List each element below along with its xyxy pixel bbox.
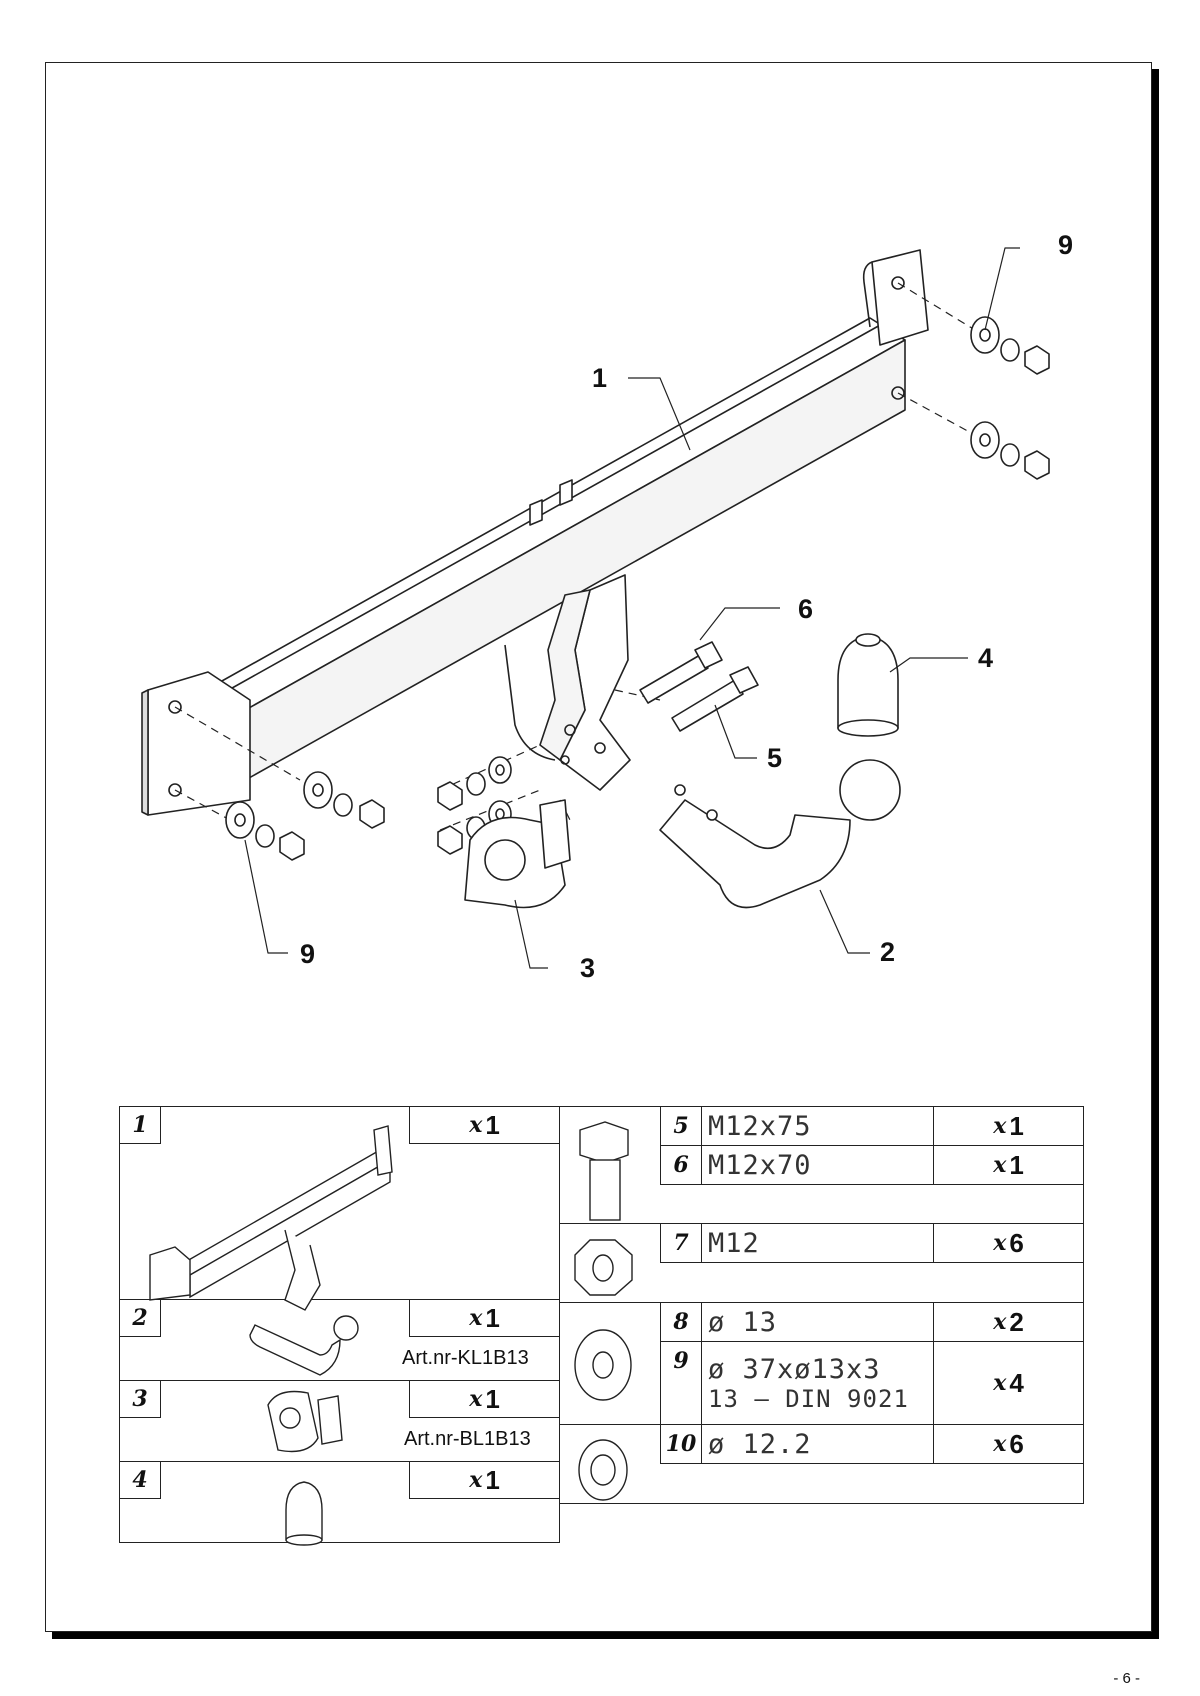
callout-6: 6 xyxy=(798,594,814,624)
callout-9-bottom: 9 xyxy=(300,939,316,969)
left-fasteners xyxy=(225,316,1050,861)
leader-lines xyxy=(244,247,1020,969)
page-number: - 6 - xyxy=(1113,1670,1140,1687)
callout-2: 2 xyxy=(880,937,896,967)
part-number: 2 xyxy=(119,1299,161,1337)
part-number: 6 xyxy=(660,1145,702,1185)
socket-plate-part-3 xyxy=(464,799,571,909)
part-spec: M12x70 xyxy=(701,1145,934,1185)
part-number: 8 xyxy=(660,1302,702,1342)
part-spec: ø 12.2 xyxy=(701,1424,934,1464)
part-spec: M12 xyxy=(701,1223,934,1263)
tow-ball-part-2 xyxy=(659,759,901,909)
crossbar-part-1 xyxy=(141,249,929,816)
part-number: 3 xyxy=(119,1380,161,1418)
part-number: 7 xyxy=(660,1223,702,1263)
article-number: Art.nr-KL1B13 xyxy=(402,1347,529,1369)
part-spec: ø 13 xyxy=(701,1302,934,1342)
part-number: 4 xyxy=(119,1461,161,1499)
callout-1: 1 xyxy=(592,363,608,393)
callout-9-top: 9 xyxy=(1058,230,1074,260)
article-number: Art.nr-BL1B13 xyxy=(404,1428,531,1450)
part-spec: ø 37xø13x3 13 — DIN 9021 xyxy=(701,1341,934,1425)
part-number: 10 xyxy=(660,1424,702,1464)
bolts-parts-5-6 xyxy=(639,641,759,732)
callout-5: 5 xyxy=(767,743,783,773)
callout-3: 3 xyxy=(580,953,596,983)
ball-cap-part-4 xyxy=(837,633,899,737)
part-spec: M12x75 xyxy=(701,1106,934,1146)
part-number: 1 xyxy=(119,1106,161,1144)
part-4-block xyxy=(119,1461,560,1543)
callout-4: 4 xyxy=(978,643,994,673)
part-number: 5 xyxy=(660,1106,702,1146)
part-number: 9 xyxy=(660,1341,702,1425)
